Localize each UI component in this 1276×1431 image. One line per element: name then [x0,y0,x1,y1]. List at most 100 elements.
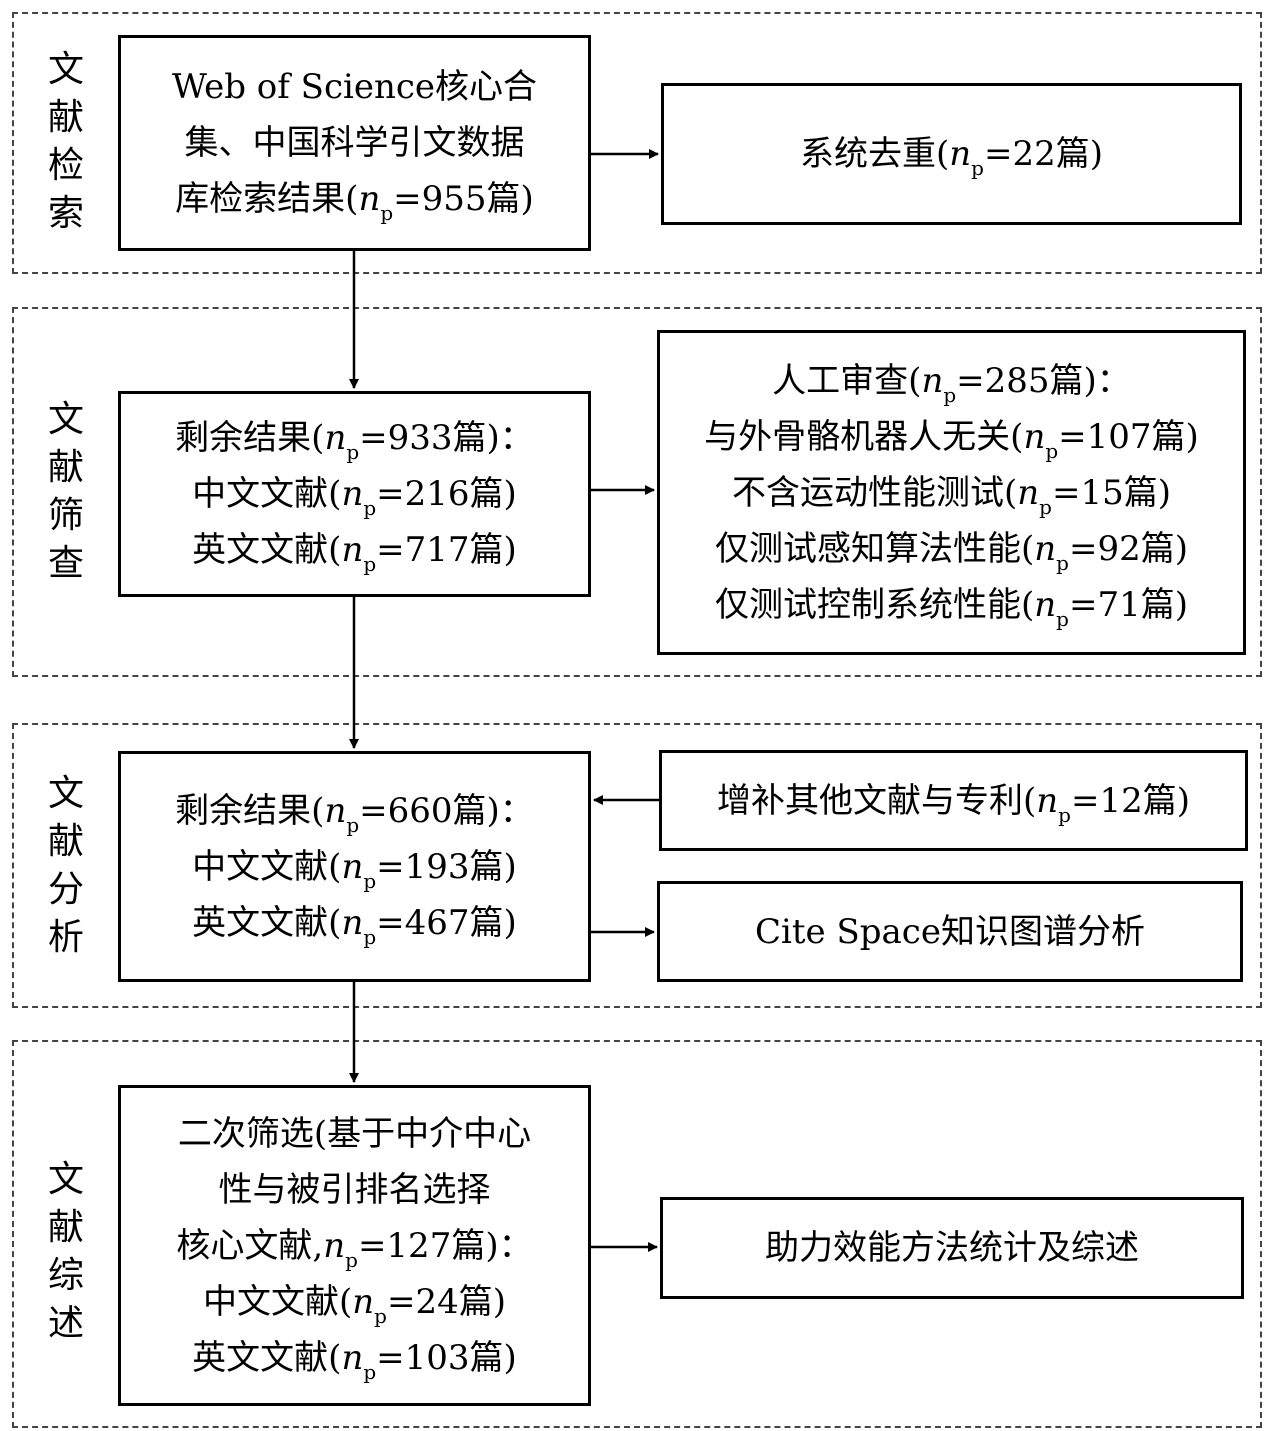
variable-text: n [352,1281,375,1322]
box-text-line: 仅测试控制系统性能(np=71篇) [715,577,1188,633]
analysis-results-box: 剩余结果(np=660篇)：中文文献(np=193篇)英文文献(np=467篇) [118,751,591,982]
box-text: =12篇) [1070,780,1190,821]
subscript-text: p [363,868,377,893]
box-text: 库检索结果( [175,179,359,219]
box-text: =660篇)： [359,790,534,831]
stage-label-char: 献 [47,447,84,488]
box-text: 增补其他文献与专利( [716,780,1037,821]
stage-screening-frame [12,307,1262,677]
box-text: 剩余结果( [175,790,325,831]
stage-label-char: 检 [47,145,84,186]
box-text: =92篇) [1068,528,1188,569]
variable-text: n [949,134,972,174]
box-text: =22篇) [983,134,1103,174]
stage-label-char: 献 [47,1207,84,1248]
variable-text: n [324,418,347,458]
subscript-text: p [363,924,377,949]
box-text-line: 系统去重(np=22篇) [800,126,1103,182]
stage-label-char: 分 [47,869,84,910]
subscript-text: p [363,496,377,520]
stage-label-char: 献 [47,97,84,138]
box-text: 助力效能方法统计及综述 [765,1228,1139,1268]
subscript-text: p [943,382,957,407]
subscript-text: p [1056,550,1069,575]
box-text: =717篇) [376,530,517,570]
box-text: 仅测试控制系统性能( [714,584,1035,625]
box-text-line: 集、中国科学引文数据 [185,115,525,171]
box-text: =193篇) [376,846,517,887]
box-text-line: 仅测试感知算法性能(np=92篇) [715,521,1188,577]
box-text: 集、中国科学引文数据 [184,123,525,163]
box-text: 中文文献( [192,474,342,514]
stage-label-analysis: 文献分析 [44,770,88,962]
manual-review-box: 人工审查(np=285篇)：与外骨骼机器人无关(np=107篇)不含运动性能测试… [657,330,1246,655]
review-output-box: 助力效能方法统计及综述 [660,1197,1244,1299]
box-text: =467篇) [376,902,517,943]
box-text: 英文文献( [192,530,342,570]
box-text: =71篇) [1068,584,1188,625]
box-text: 中文文献( [192,846,342,887]
variable-text: n [341,474,364,514]
subscript-text: p [374,1303,387,1328]
stage-label-review: 文献综述 [44,1156,88,1348]
box-text: 人工审查( [772,360,922,401]
stage-label-char: 文 [47,773,84,814]
box-text-line: 中文文献(np=216篇) [192,466,517,522]
box-text-line: 人工审查(np=285篇)： [772,353,1131,409]
box-text-line: 与外骨骼机器人无关(np=107篇) [704,409,1199,465]
retrieval-results-box: Web of Science核心合集、中国科学引文数据库检索结果(np=955篇… [118,35,591,251]
subscript-text: p [1045,438,1059,463]
subscript-text: p [380,201,394,225]
box-text: =127篇)： [357,1225,533,1266]
box-text-line: 中文文献(np=193篇) [192,839,517,895]
stage-label-char: 文 [47,1159,84,1200]
box-text-line: 中文文献(np=24篇) [203,1274,506,1330]
box-text-line: 不含运动性能测试(np=15篇) [732,465,1171,521]
subscript-text: p [346,812,360,837]
subscript-text: p [363,552,377,576]
subscript-text: p [971,156,984,180]
box-text: 英文文献( [192,1337,342,1378]
stage-label-char: 文 [47,399,84,440]
box-text-line: 英文文献(np=717篇) [192,522,517,578]
box-text: 剩余结果( [175,418,325,458]
box-text: 二次筛选(基于中介中心 [177,1113,532,1154]
box-text: 英文文献( [192,902,342,943]
stage-label-char: 述 [47,1303,84,1344]
variable-text: n [341,530,364,570]
box-text: =955篇) [393,179,534,219]
box-text: =103篇) [376,1337,517,1378]
variable-text: n [1034,584,1057,625]
stage-label-char: 献 [47,821,84,862]
stage-review-frame [12,1040,1262,1428]
stage-label-char: 索 [47,193,84,234]
variable-text: n [324,790,347,831]
box-text: 中文文献( [202,1281,353,1322]
box-text: 性与被引排名选择 [218,1169,491,1210]
box-text-line: 剩余结果(np=660篇)： [175,783,534,839]
subscript-text: p [1039,494,1052,519]
variable-text: n [1023,416,1046,457]
subscript-text: p [363,1359,377,1384]
box-text: =107篇) [1058,416,1199,457]
stage-label-char: 综 [47,1255,84,1296]
stage-label-retrieval: 文献检索 [44,46,88,238]
box-text: 仅测试感知算法性能( [714,528,1035,569]
variable-text: n [1036,780,1059,821]
variable-text: n [1034,528,1057,569]
box-text-line: Web of Science核心合 [172,59,537,115]
box-text-line: 英文文献(np=103篇) [192,1330,517,1386]
subscript-text: p [1058,802,1071,827]
variable-text: n [323,1225,346,1266]
variable-text: n [1017,472,1040,513]
box-text-line: 核心文献,np=127篇)： [176,1218,532,1274]
variable-text: n [341,1337,364,1378]
subscript-text: p [345,1247,358,1272]
stage-label-char: 筛 [47,495,84,536]
box-text-line: 库检索结果(np=955篇) [175,171,534,227]
box-text: 核心文献, [176,1225,324,1266]
variable-text: n [341,902,364,943]
box-text-line: 英文文献(np=467篇) [192,895,517,951]
review-results-box: 二次筛选(基于中介中心性与被引排名选择核心文献,np=127篇)：中文文献(np… [118,1085,591,1406]
